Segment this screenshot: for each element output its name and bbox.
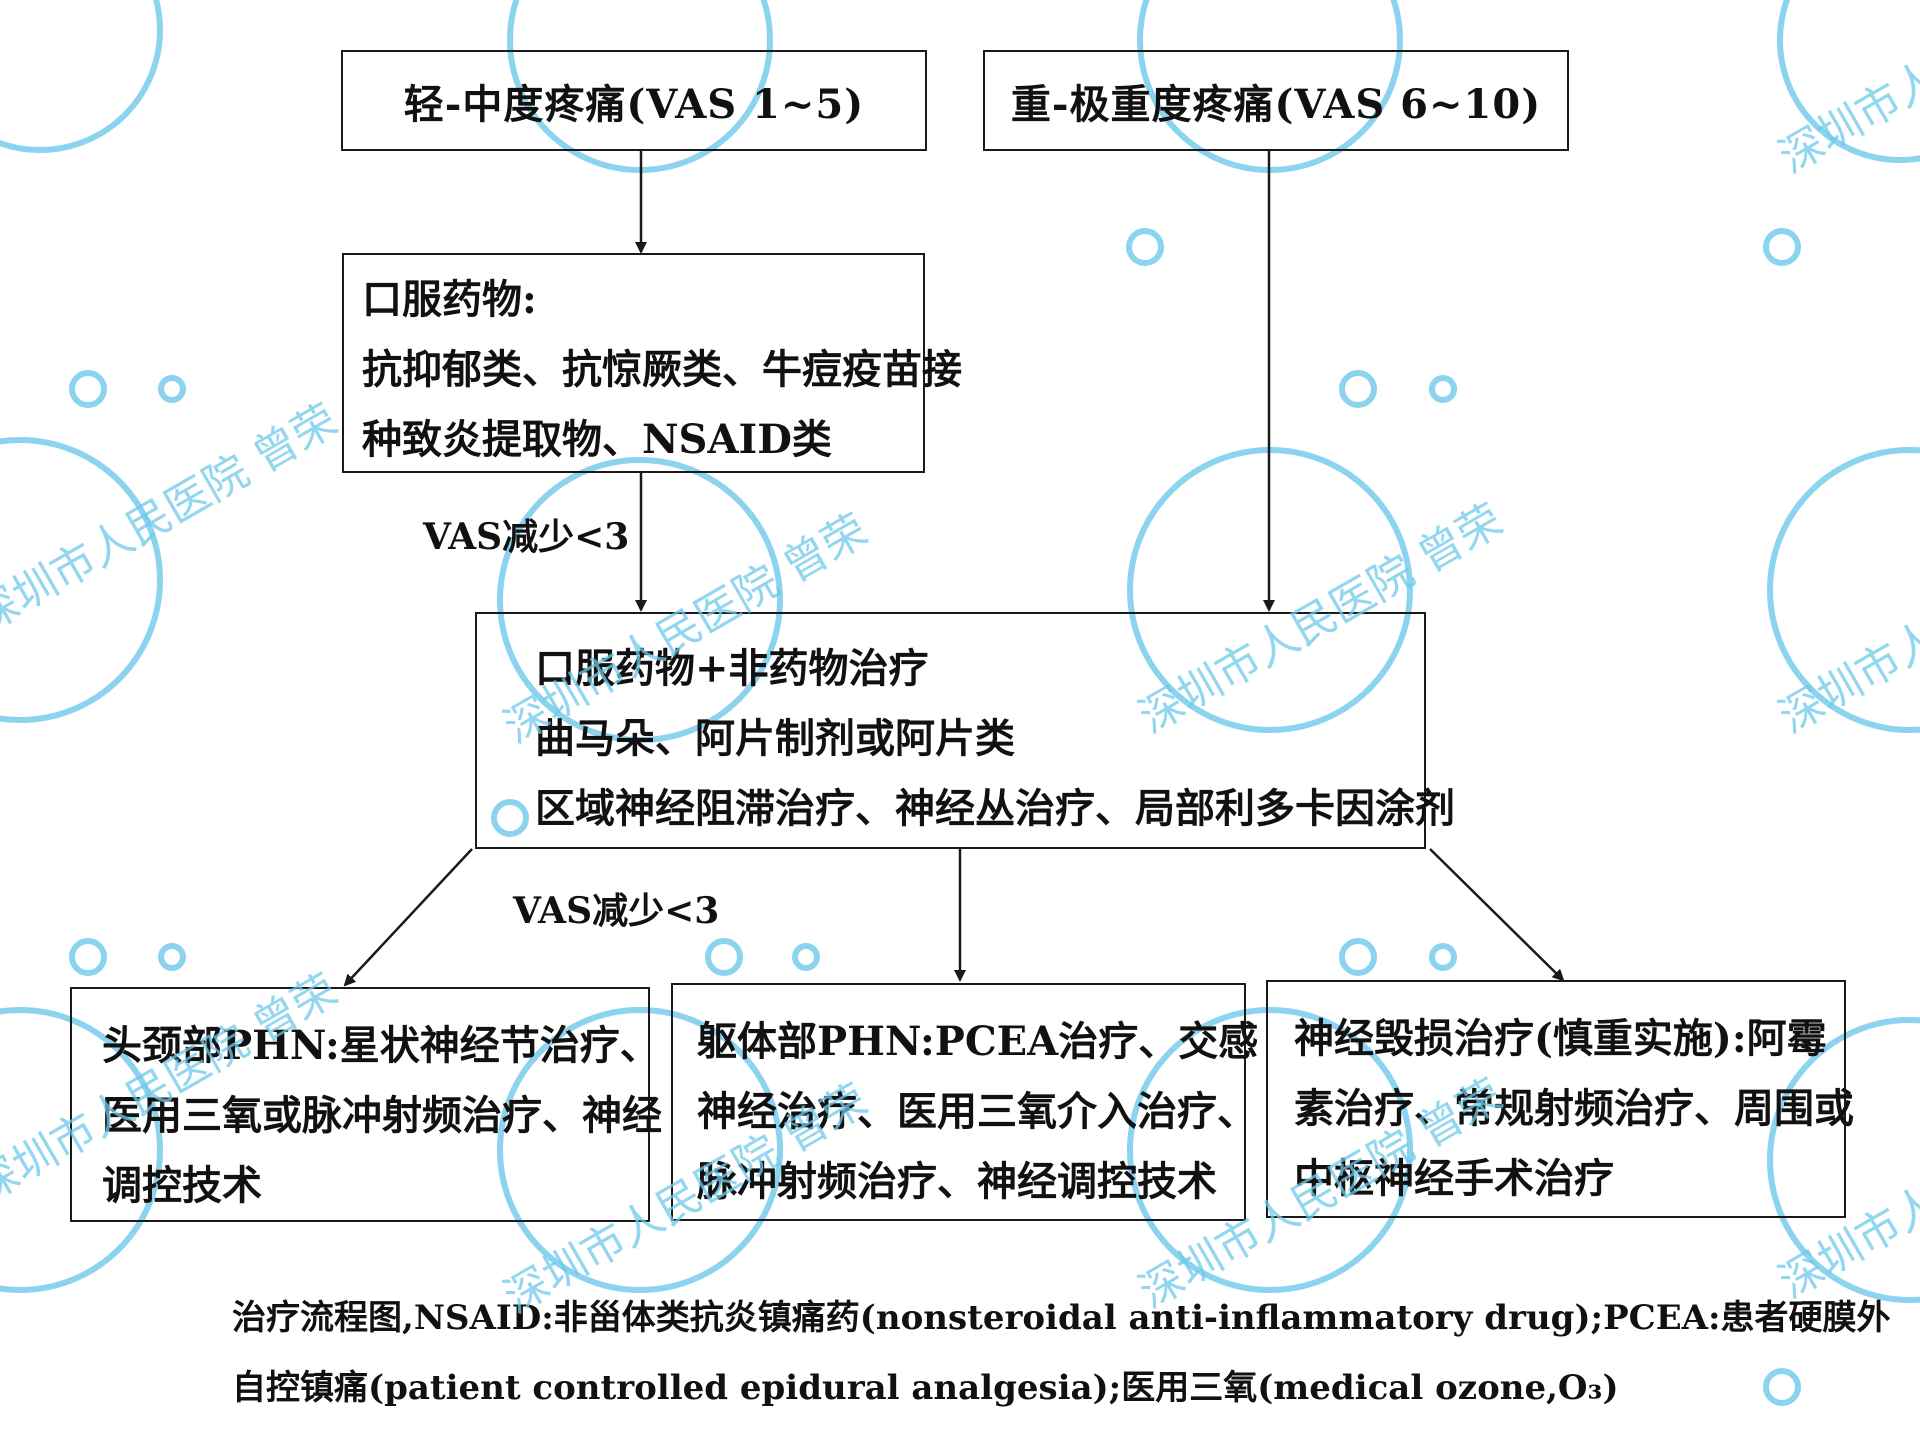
caption-line-2: 自控镇痛(patient controlled epidural analges… bbox=[232, 1368, 1619, 1408]
trunk-line-2: 神经治疗、医用三氧介入治疗、 bbox=[697, 1088, 1257, 1135]
arrow-combined-to-destructive bbox=[1429, 848, 1565, 982]
connectors bbox=[343, 151, 1565, 987]
combined-line-1: 口服药物+非药物治疗 bbox=[535, 645, 929, 692]
severe-pain-box: 重-极重度疼痛(VAS 6~10) bbox=[983, 50, 1569, 151]
trunk-line-3: 脉冲射频治疗、神经调控技术 bbox=[697, 1158, 1217, 1205]
oral-line-2: 抗抑郁类、抗惊厥类、牛痘疫苗接 bbox=[362, 346, 962, 393]
trunk-line-1: 躯体部PHN:PCEA治疗、交感 bbox=[697, 1018, 1259, 1065]
mild-pain-box: 轻-中度疼痛(VAS 1~5) bbox=[341, 50, 927, 151]
head-line-2: 医用三氧或脉冲射频治疗、神经 bbox=[102, 1092, 662, 1139]
head-line-1: 头颈部PHN:星状神经节治疗、 bbox=[102, 1022, 660, 1069]
combined-line-3: 区域神经阻滞治疗、神经丛治疗、局部利多卡因涂剂 bbox=[535, 785, 1455, 832]
head-line-3: 调控技术 bbox=[102, 1162, 262, 1209]
combined-line-2: 曲马朵、阿片制剂或阿片类 bbox=[535, 715, 1015, 762]
neurodestructive-box: 神经毁损治疗(慎重实施):阿霉 素治疗、常规射频治疗、周围或 中枢神经手术治疗 bbox=[1266, 980, 1854, 1218]
head-neck-phn-box: 头颈部PHN:星状神经节治疗、 医用三氧或脉冲射频治疗、神经 调控技术 bbox=[70, 987, 662, 1222]
destructive-line-1: 神经毁损治疗(慎重实施):阿霉 bbox=[1294, 1015, 1827, 1062]
mild-pain-label: 轻-中度疼痛(VAS 1~5) bbox=[403, 80, 865, 128]
destructive-line-3: 中枢神经手术治疗 bbox=[1294, 1155, 1614, 1202]
destructive-line-2: 素治疗、常规射频治疗、周围或 bbox=[1294, 1085, 1854, 1132]
oral-medication-box: 口服药物: 抗抑郁类、抗惊厥类、牛痘疫苗接 种致炎提取物、NSAID类 bbox=[342, 253, 962, 473]
trunk-phn-box: 躯体部PHN:PCEA治疗、交感 神经治疗、医用三氧介入治疗、 脉冲射频治疗、神… bbox=[671, 983, 1259, 1221]
combined-therapy-box: 口服药物+非药物治疗 曲马朵、阿片制剂或阿片类 区域神经阻滞治疗、神经丛治疗、局… bbox=[475, 612, 1455, 849]
severe-pain-label: 重-极重度疼痛(VAS 6~10) bbox=[1010, 80, 1542, 128]
vas-reduction-label-2: VAS减少<3 bbox=[513, 890, 720, 932]
oral-line-1: 口服药物: bbox=[362, 276, 537, 323]
vas-reduction-label-1: VAS减少<3 bbox=[423, 516, 630, 558]
watermark-circles bbox=[0, 0, 1920, 1406]
arrow-combined-to-head bbox=[343, 848, 473, 987]
caption-line-1: 治疗流程图,NSAID:非甾体类抗炎镇痛药(nonsteroidal anti-… bbox=[232, 1298, 1891, 1338]
oral-line-3: 种致炎提取物、NSAID类 bbox=[362, 416, 832, 463]
